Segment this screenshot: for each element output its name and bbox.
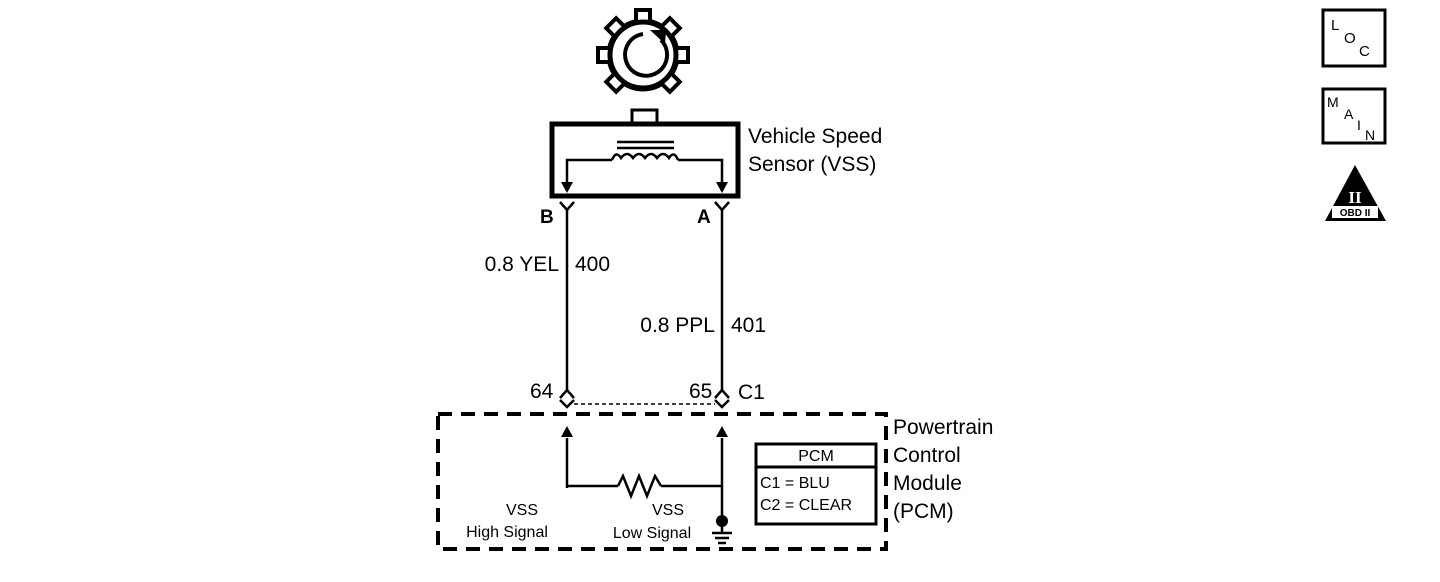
vss-high-label-line1: VSS [506, 502, 538, 519]
connector-c1-label: C1 [738, 381, 765, 404]
low-signal-arrow-icon [716, 426, 728, 437]
loc-letter-l: L [1331, 17, 1339, 34]
wire-401-color-label: 0.8 PPL [640, 314, 715, 337]
vss-high-label-line2: High Signal [466, 524, 548, 541]
pcm-internal-circuit [565, 438, 724, 516]
pcm-name-line2: Control [893, 444, 961, 467]
pcm-name-line1: Powertrain [893, 416, 993, 439]
ground-icon [712, 515, 732, 545]
main-letter-a: A [1344, 106, 1354, 122]
legend-title: PCM [798, 448, 834, 465]
loc-button[interactable]: L O C [1321, 8, 1387, 68]
sensor-name-line2: Sensor (VSS) [748, 153, 876, 176]
legend-row-c2: C2 = CLEAR [760, 497, 852, 514]
loc-letter-c: C [1359, 43, 1370, 60]
loc-letter-o: O [1344, 30, 1356, 47]
pcm-enclosure [436, 412, 888, 551]
terminal-b-label: B [540, 207, 554, 228]
wire-400-circuit-label: 400 [575, 253, 610, 276]
legend-row-c1: C1 = BLU [760, 475, 830, 492]
wire-401-circuit-label: 401 [731, 314, 766, 337]
vss-low-label-line2: Low Signal [613, 525, 691, 542]
coil-icon [610, 140, 680, 161]
obd-label: OBD II [1340, 208, 1371, 219]
sensor-name-line1: Vehicle Speed [748, 125, 882, 148]
pcm-connector-legend: PCM C1 = BLU C2 = CLEAR [754, 442, 878, 526]
resistor-icon [616, 472, 663, 500]
obd-roman-numeral: II [1348, 188, 1362, 207]
obd-ii-button[interactable]: II OBD II [1325, 165, 1386, 221]
pin-65-label: 65 [689, 380, 712, 403]
rotation-arrow-icon [623, 32, 670, 78]
main-letter-m: M [1327, 94, 1339, 110]
wire-401 [714, 201, 730, 409]
main-letter-i: I [1357, 117, 1361, 133]
terminal-a-label: A [697, 207, 711, 228]
wire-400-color-label: 0.8 YEL [485, 253, 559, 276]
sensor-body [549, 121, 741, 199]
main-letter-n: N [1365, 127, 1375, 143]
pcm-name-line4: (PCM) [893, 500, 954, 523]
pin-64-label: 64 [530, 380, 554, 403]
main-button[interactable]: M A I N [1321, 87, 1387, 145]
wire-400 [559, 201, 575, 409]
pcm-name-line3: Module [893, 472, 962, 495]
vss-low-label-line1: VSS [652, 502, 684, 519]
reluctor-wheel-icon [596, 8, 690, 95]
high-signal-arrow-icon [561, 426, 573, 437]
